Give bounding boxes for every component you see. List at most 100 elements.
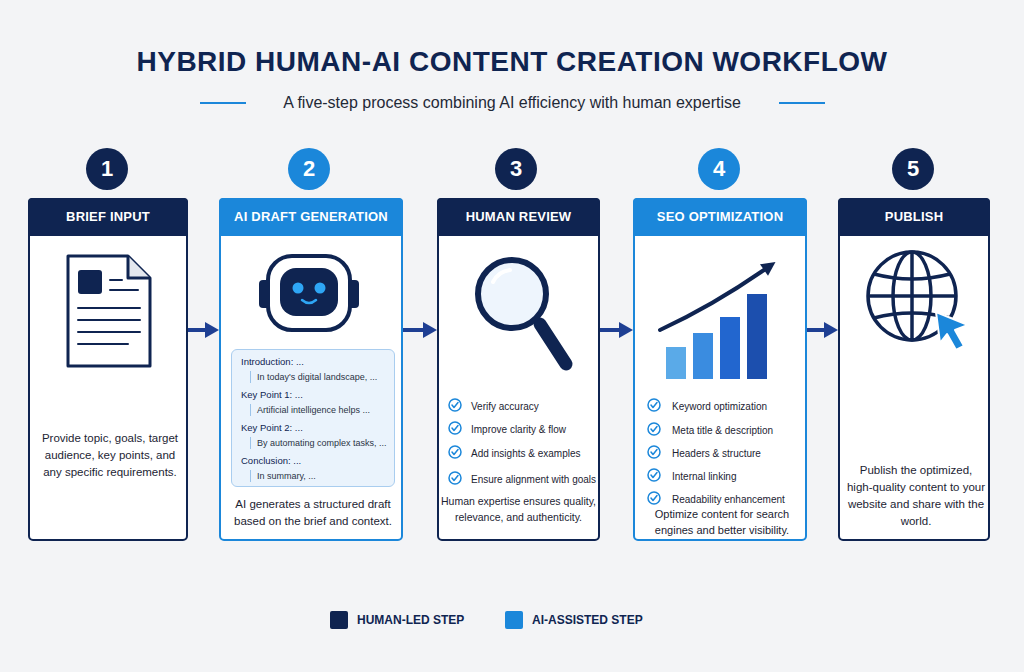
step-number: 2 <box>288 148 330 190</box>
check-icons <box>452 403 458 408</box>
flow-arrow <box>188 328 219 332</box>
check-icons <box>449 399 461 411</box>
check-icons <box>648 446 660 458</box>
card-heading: HUMAN REVIEW <box>437 198 600 236</box>
card-heading: BRIEF INPUT <box>28 198 188 236</box>
check-icons <box>449 422 461 434</box>
process-card: PUBLISHPublish the optimized, high-quali… <box>838 198 990 541</box>
step-number: 4 <box>698 148 740 190</box>
robot-icon <box>347 280 359 308</box>
draft-heading: Introduction: ... <box>241 356 391 368</box>
check-item: Verify accuracy <box>471 400 599 414</box>
step-circle <box>495 148 537 190</box>
flow-arrow <box>807 328 838 332</box>
card-heading: SEO OPTIMIZATION <box>633 198 807 236</box>
check-icons <box>648 399 660 411</box>
card-body: AI generates a structured draft based on… <box>227 496 399 530</box>
growth-chart-icon <box>666 347 686 379</box>
check-icons <box>651 496 657 501</box>
globe-icon <box>868 294 956 298</box>
check-icons <box>648 423 660 435</box>
card-body: Publish the optimized, high-quality cont… <box>846 462 986 530</box>
robot-icon <box>302 300 316 303</box>
globe-icon <box>874 313 950 318</box>
step-circle <box>86 148 128 190</box>
card-body: Human expertise ensures quality, relevan… <box>439 493 598 525</box>
globe-icon <box>874 274 950 279</box>
process-card: BRIEF INPUT Provide topic, goals, target … <box>28 198 188 541</box>
flow-arrow <box>403 328 437 332</box>
magnifier-icon <box>534 316 544 330</box>
document-icon <box>68 256 150 366</box>
robot-icon <box>259 280 271 308</box>
draft-line: In summary, ... <box>250 470 390 482</box>
draft-line: In today's digital landscape, ... <box>250 371 390 383</box>
draft-heading: Key Point 2: ... <box>241 422 391 434</box>
card-body: Optimize content for search engines and … <box>639 506 805 538</box>
document-icon <box>78 319 140 321</box>
card-body: Provide topic, goals, target audience, k… <box>40 430 180 481</box>
check-item: Readability enhancement <box>672 493 805 507</box>
draft-line: Artificial intelligence helps ... <box>250 404 390 416</box>
step-number: 5 <box>892 148 934 190</box>
step-circle <box>288 148 330 190</box>
check-icons <box>648 469 660 481</box>
growth-chart-icon <box>660 270 764 330</box>
check-icons <box>449 472 461 484</box>
step-circle <box>892 148 934 190</box>
step-number: 3 <box>495 148 537 190</box>
document-icon <box>78 270 102 294</box>
growth-chart-icon <box>720 317 740 379</box>
robot-icon <box>280 268 338 316</box>
check-icons <box>449 422 461 434</box>
step-number-text: 4 <box>698 148 740 190</box>
check-item: Headers & structure <box>672 447 805 461</box>
draft-line: By automating complex tasks, ... <box>250 437 390 449</box>
legend-text: HUMAN-LED STEP <box>357 611 464 629</box>
document-icon <box>78 307 140 309</box>
legend-swatch <box>505 611 523 629</box>
check-item: Ensure alignment with goals <box>471 473 599 487</box>
check-icons <box>648 469 660 481</box>
legend-text: AI-ASSISTED STEP <box>532 611 643 629</box>
magnifier-icon <box>493 270 510 282</box>
check-icons <box>452 476 458 481</box>
step-number-text: 2 <box>288 148 330 190</box>
step-number-text: 5 <box>892 148 934 190</box>
check-icons <box>648 399 660 411</box>
check-icons <box>648 492 660 504</box>
check-icons <box>648 492 660 504</box>
subtitle-rule <box>200 103 825 104</box>
flow-arrow <box>600 328 633 332</box>
check-icons <box>648 423 660 435</box>
subtitle: A five-step process combining AI efficie… <box>0 93 1024 113</box>
step-number-text: 3 <box>495 148 537 190</box>
magnifier-icon <box>540 324 566 364</box>
check-item: Add insights & examples <box>471 447 599 461</box>
globe-icon <box>868 252 956 340</box>
document-icon <box>78 343 128 345</box>
robot-icon <box>268 256 350 330</box>
globe-icon <box>910 252 914 340</box>
growth-chart-icon <box>760 262 776 276</box>
check-icons <box>449 446 461 458</box>
diagram-title: HYBRID HUMAN-AI CONTENT CREATION WORKFLO… <box>0 44 1024 80</box>
subtitle-rule <box>200 102 246 104</box>
connector-group <box>188 330 838 331</box>
check-item: Keyword optimization <box>672 400 805 414</box>
check-icons <box>452 426 458 431</box>
draft-heading: Conclusion: ... <box>241 455 391 467</box>
growth-chart-icon <box>660 262 776 379</box>
globe-icon <box>893 252 931 340</box>
check-item: Improve clarity & flow <box>471 423 599 437</box>
check-item: Internal linking <box>672 470 805 484</box>
check-icons <box>449 446 461 458</box>
check-icons <box>651 403 657 408</box>
check-icons <box>452 450 458 455</box>
step-number: 1 <box>86 148 128 190</box>
document-icon <box>128 256 150 278</box>
document-icon <box>110 289 138 291</box>
legend-swatch <box>330 611 348 629</box>
draft-box: Introduction: ... In today's digital land… <box>231 349 395 487</box>
